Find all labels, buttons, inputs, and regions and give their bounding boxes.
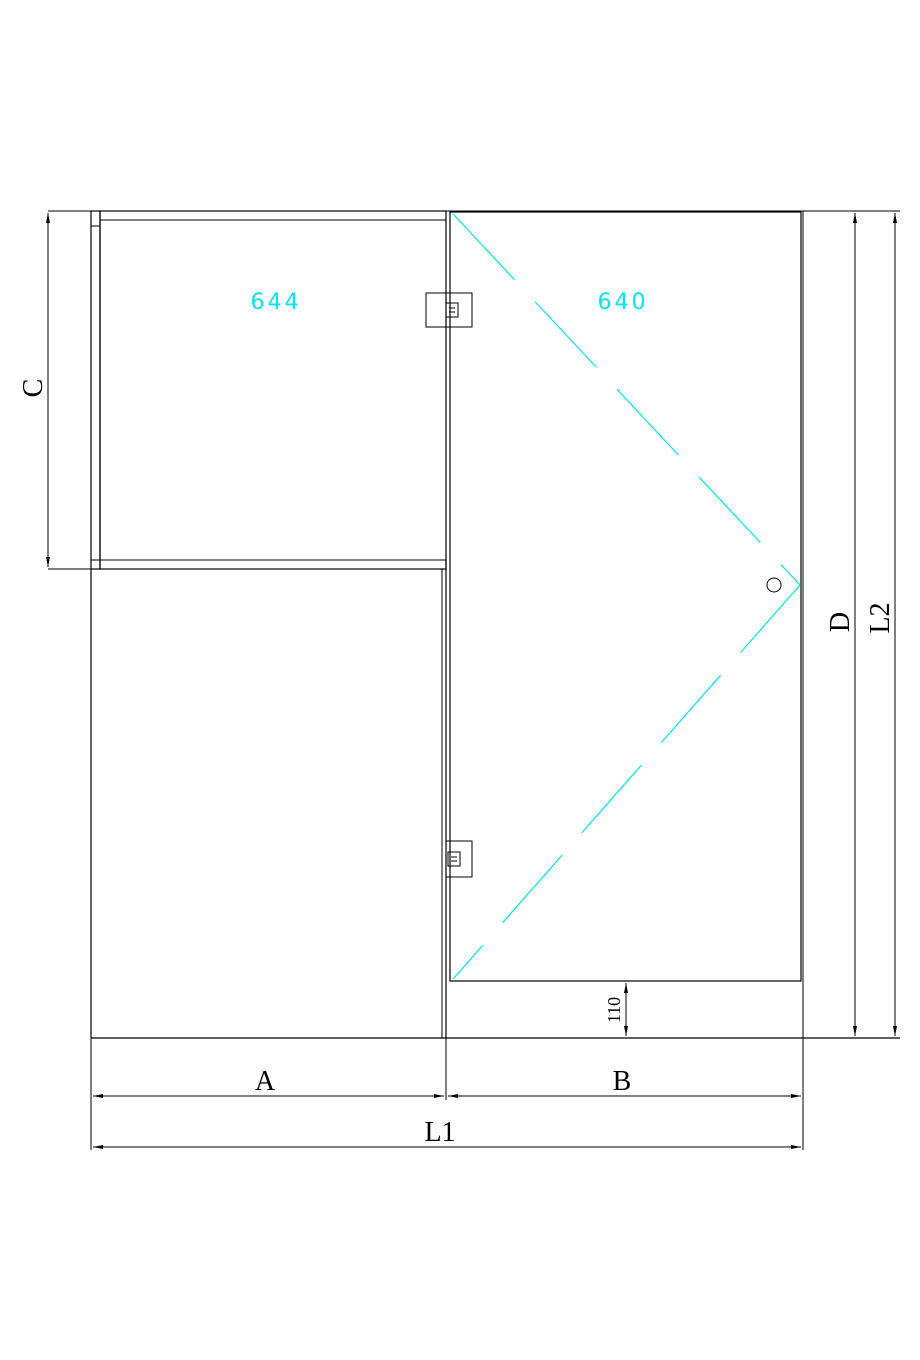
dim-a-label: A	[255, 1066, 276, 1097]
dim-l2-label: L2	[865, 602, 896, 633]
handle-icon	[766, 577, 782, 593]
hinge-top	[425, 292, 473, 328]
dim-c-label: C	[18, 379, 49, 398]
fixed-panel-644	[99, 210, 447, 570]
left-wall-profile	[90, 210, 101, 570]
dim-d-label: D	[825, 612, 856, 632]
dim-l1-label: L1	[424, 1117, 455, 1148]
panel-label-640: 640	[598, 290, 649, 315]
door-swing-indicator	[452, 213, 801, 980]
hinge-bottom	[445, 840, 473, 878]
door-panel-640	[449, 211, 802, 982]
panel-label-644: 644	[251, 290, 302, 315]
dim-110-label: 110	[604, 997, 624, 1023]
dim-b-label: B	[613, 1066, 632, 1097]
